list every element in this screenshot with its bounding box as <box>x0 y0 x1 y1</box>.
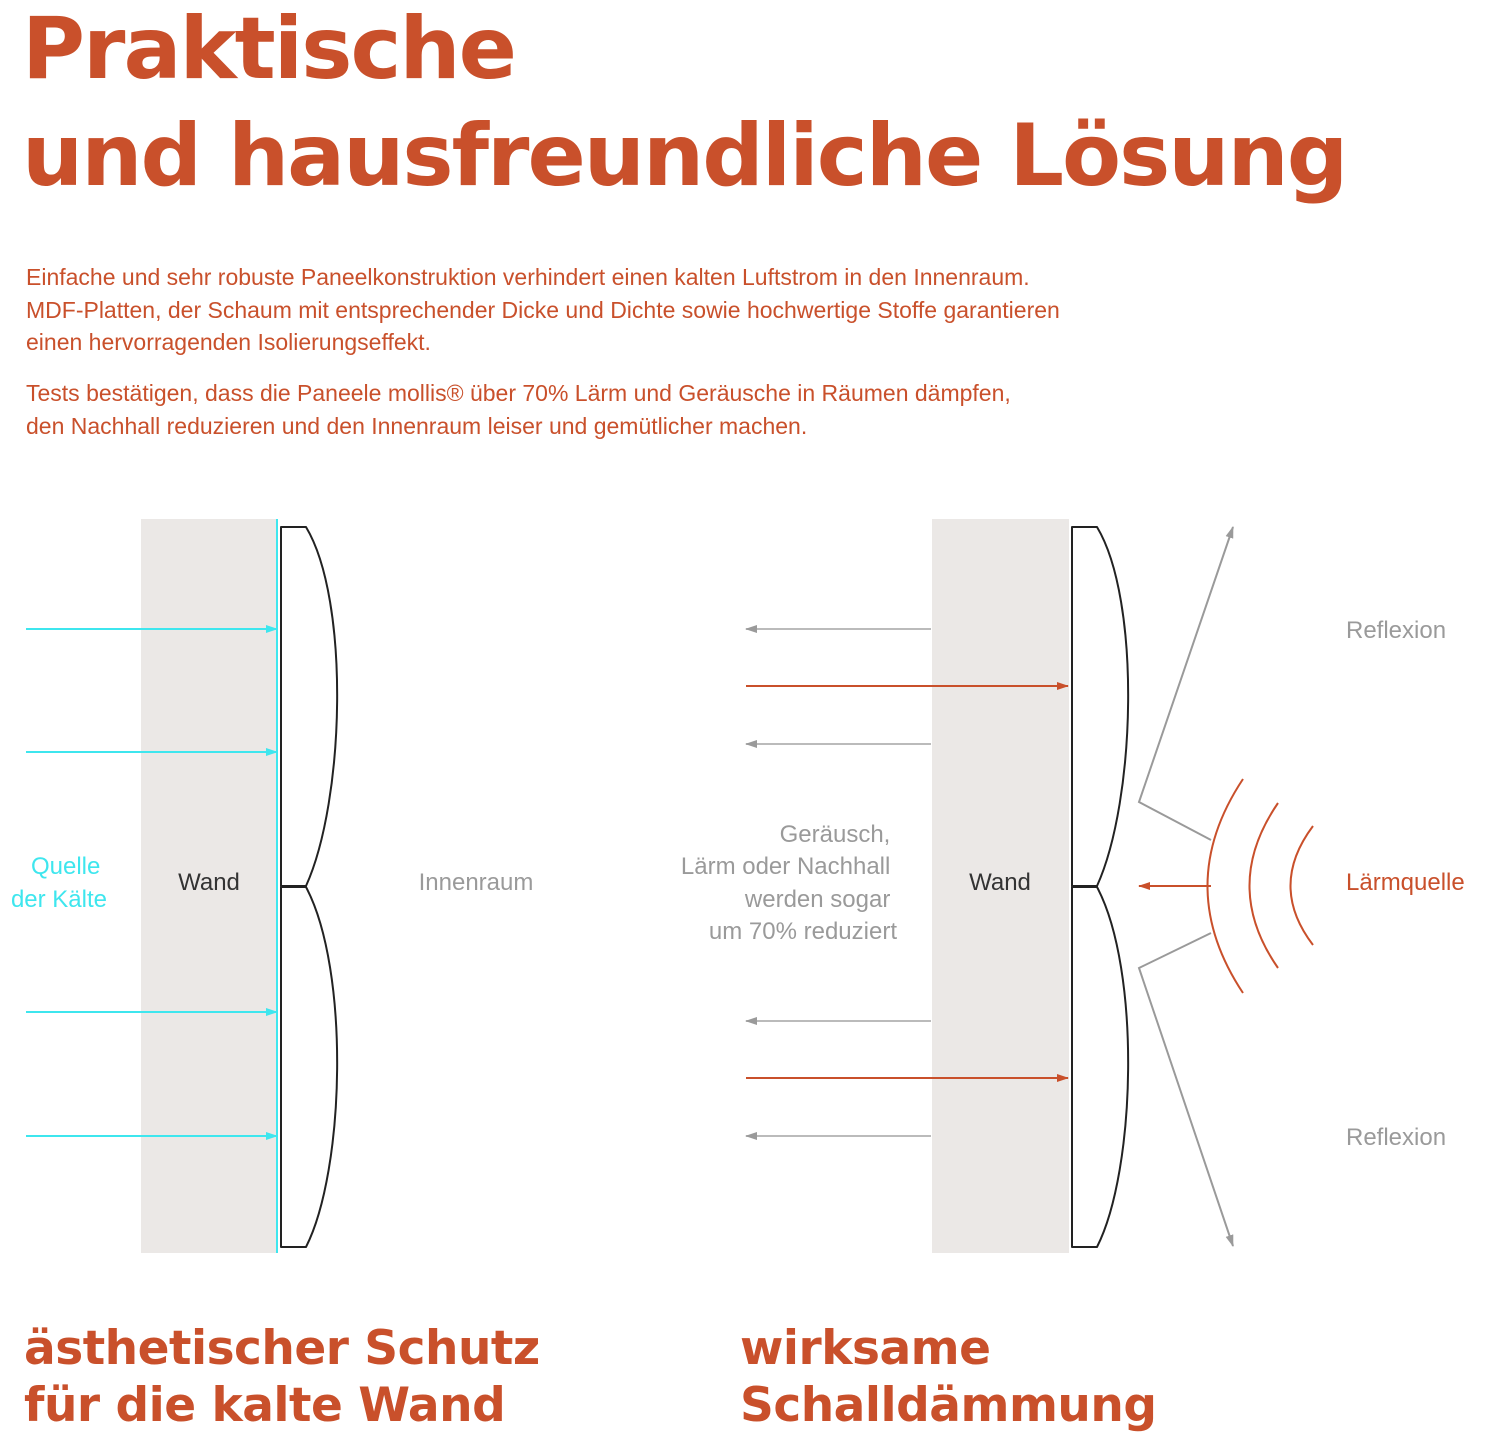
intro-line-3: einen hervorragenden Isolierungseffekt. <box>26 329 431 355</box>
panel-bottom-right <box>1071 886 1130 1248</box>
sound-insulation-caption-line-1: wirksame <box>740 1321 991 1376</box>
sound-insulation-caption-line-2: Schalldämmung <box>740 1378 1157 1433</box>
intro-line-2: MDF-Platten, der Schaum mit entsprechend… <box>26 296 1060 323</box>
cold-wall-diagram: Quelle der Kälte Wand Innenraum <box>11 519 533 1253</box>
reflection-label-top: Reflexion <box>1346 617 1446 644</box>
cold-wall-caption-line-1: ästhetischer Schutz <box>24 1321 540 1376</box>
tests-paragraph: Tests bestätigen, dass die Paneele molli… <box>26 377 1266 442</box>
wall-label-right: Wand <box>969 869 1031 896</box>
wall-block-left <box>141 519 276 1253</box>
reflection-path-top <box>1137 526 1234 841</box>
sound-wave <box>1206 778 1244 994</box>
tests-line-1: Tests bestätigen, dass die Paneele molli… <box>26 380 1011 406</box>
panel-top-right <box>1071 526 1130 887</box>
wall-label-left: Wand <box>178 869 240 896</box>
tests-line-2: den Nachhall reduzieren und den Innenrau… <box>26 412 808 439</box>
reduction-label: Geräusch, Lärm oder Nachhall werden soga… <box>681 821 897 945</box>
sound-insulation-caption: wirksame Schalldämmung <box>740 1320 1157 1434</box>
reflection-path-bottom <box>1137 932 1234 1247</box>
page-title: Praktische und hausfreundliche Lösung <box>22 0 1348 210</box>
title-line-2: und hausfreundliche Lösung <box>22 106 1348 206</box>
noise-source-label: Lärmquelle <box>1346 869 1465 896</box>
sound-wave <box>1289 825 1314 946</box>
reflection-label-bottom: Reflexion <box>1346 1124 1446 1151</box>
title-line-1: Praktische <box>22 0 517 99</box>
wall-block-right <box>932 519 1069 1253</box>
sound-wave <box>1248 802 1279 969</box>
panel-top-left <box>280 526 339 887</box>
cold-wall-caption: ästhetischer Schutz für die kalte Wand <box>24 1320 540 1434</box>
panel-bottom-left <box>280 886 339 1248</box>
intro-line-1: Einfache und sehr robuste Paneelkonstruk… <box>26 264 1030 290</box>
cold-wall-caption-line-2: für die kalte Wand <box>24 1378 506 1433</box>
sound-insulation-diagram: Geräusch, Lärm oder Nachhall werden soga… <box>681 519 1465 1253</box>
cold-source-label: Quelle der Kälte <box>11 853 107 913</box>
intro-paragraph: Einfache und sehr robuste Paneelkonstruk… <box>26 261 1266 359</box>
interior-label: Innenraum <box>419 869 534 896</box>
